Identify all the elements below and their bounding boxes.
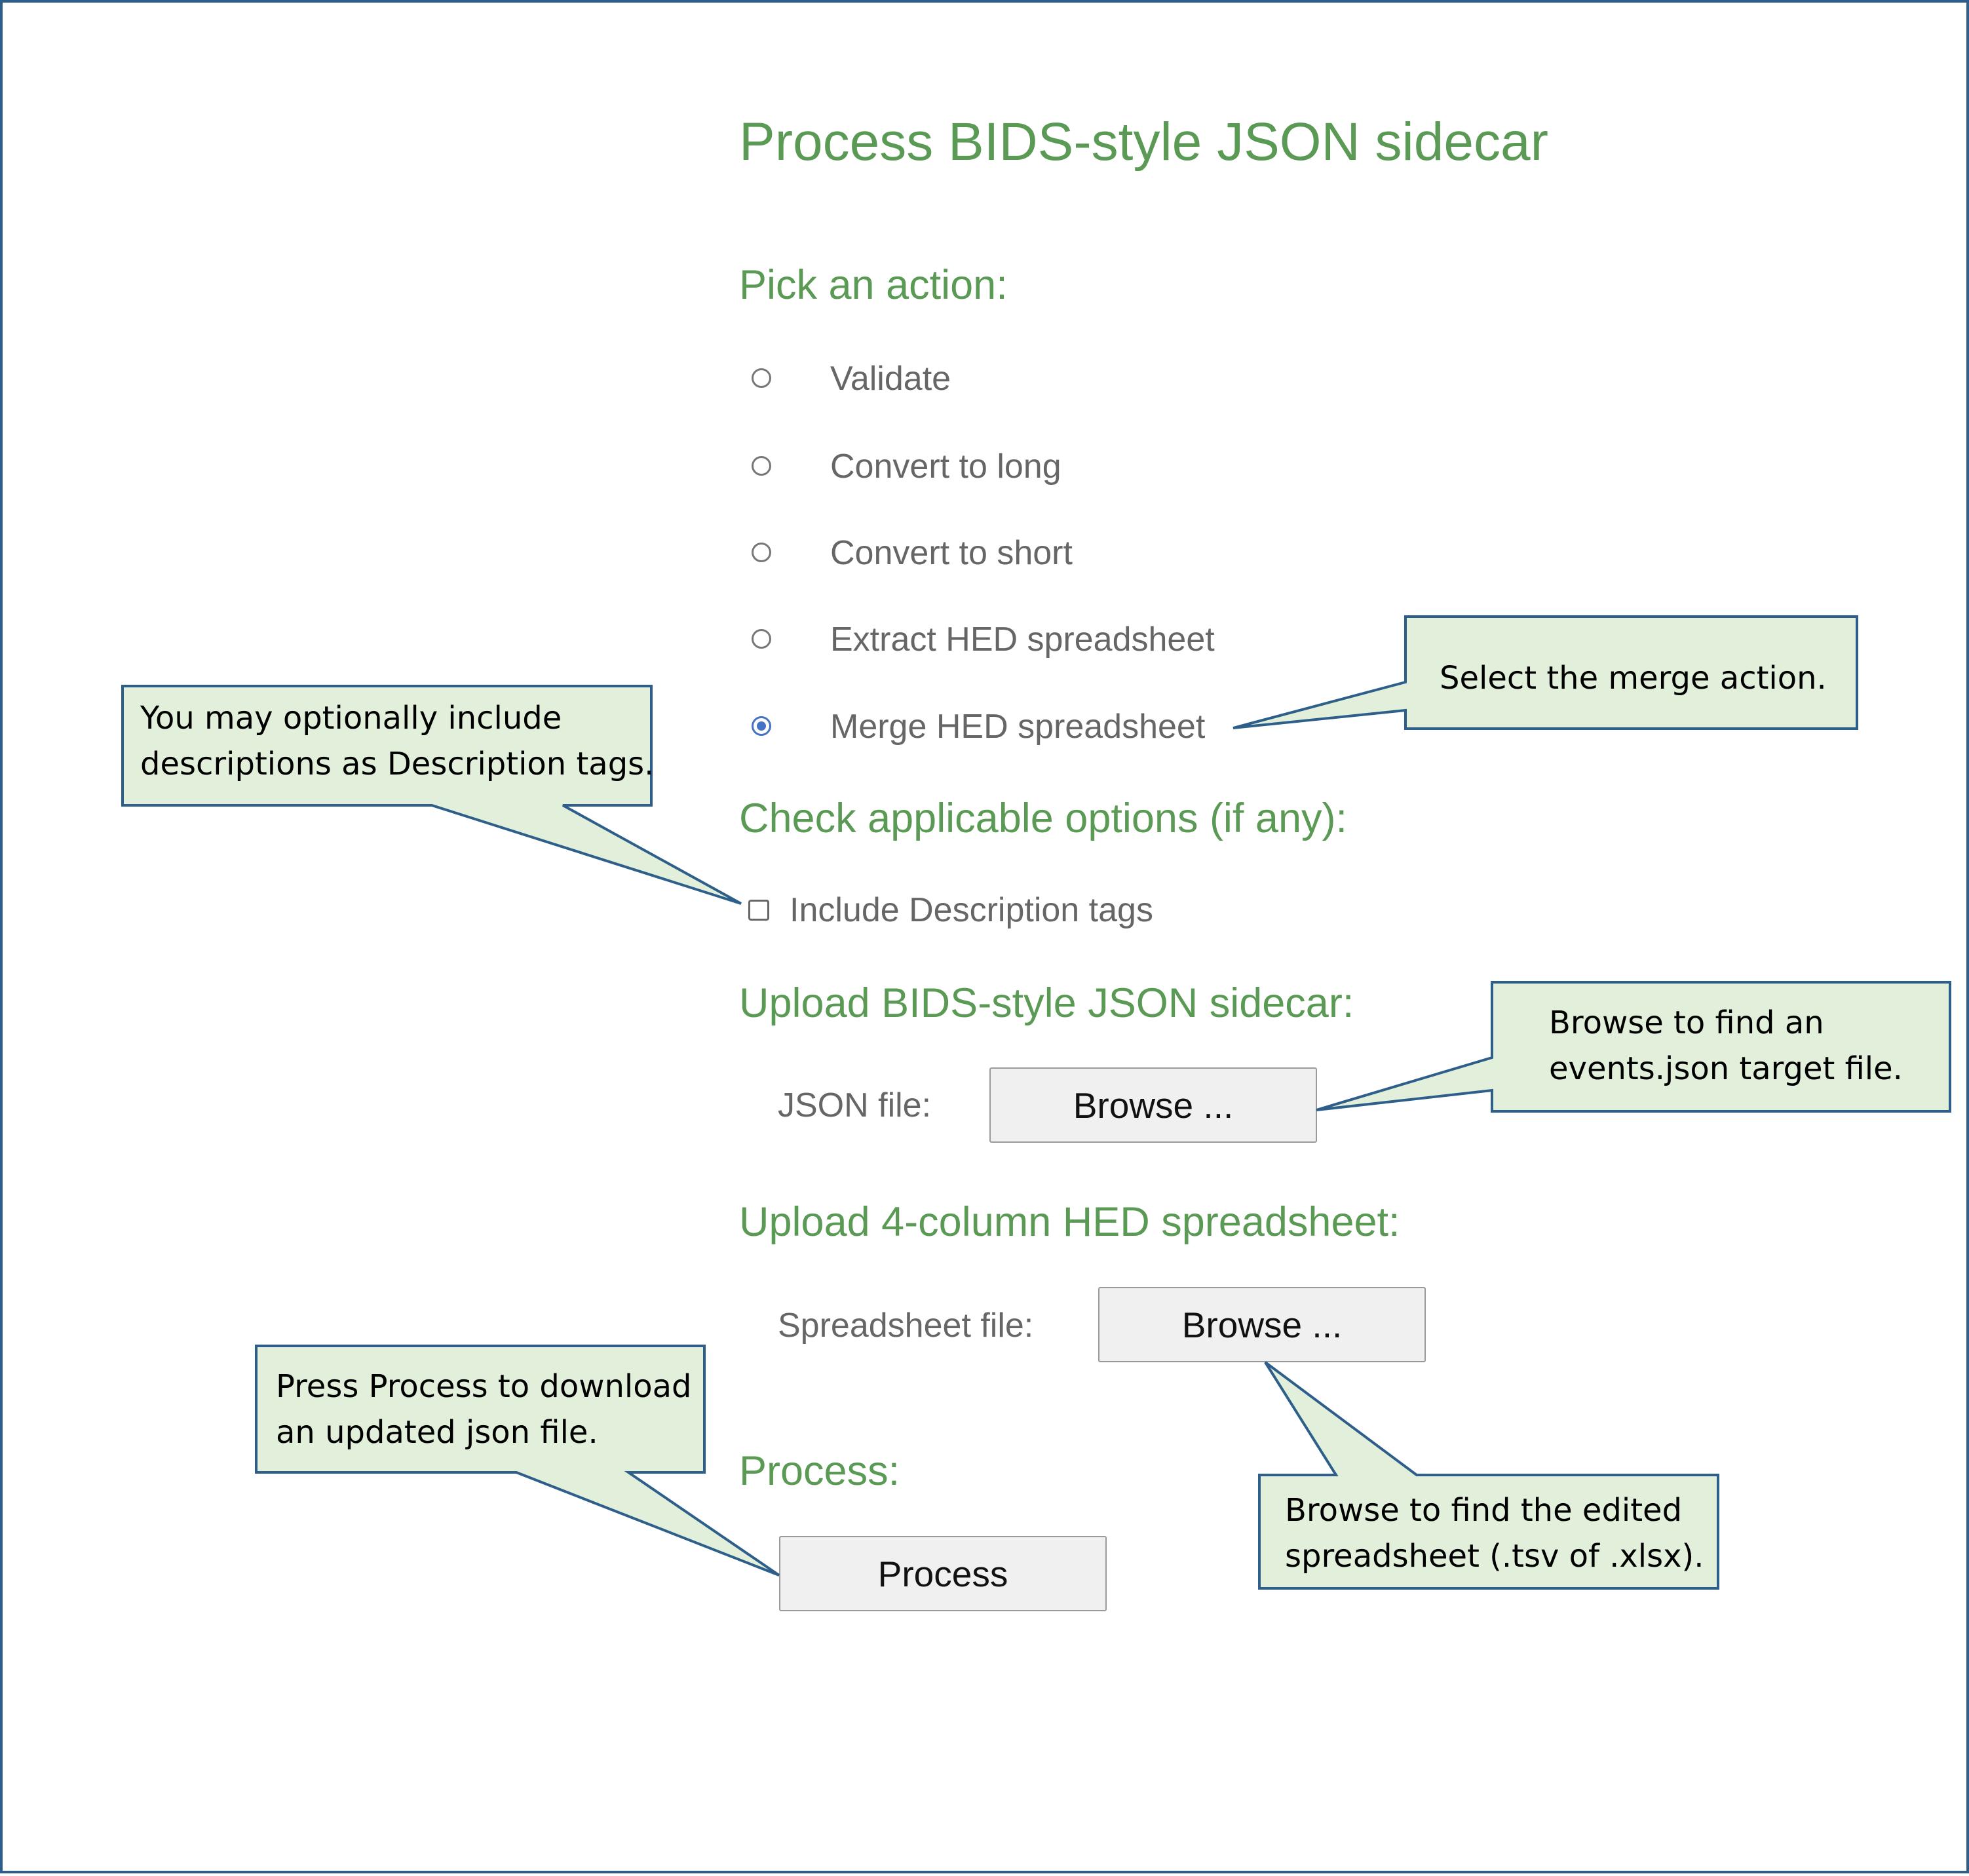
json-upload-heading: Upload BIDS-style JSON sidecar: xyxy=(739,980,1354,1026)
radio-convert-long-button[interactable] xyxy=(752,456,771,476)
callout-select-merge-line-1: Select the merge action. xyxy=(1440,660,1827,697)
radio-label-validate[interactable]: Validate xyxy=(830,360,951,398)
callout-browse-json-line-2: events.json target file. xyxy=(1549,1050,1903,1087)
process-button[interactable]: Process xyxy=(779,1536,1107,1611)
callout-select-merge: Select the merge action. xyxy=(1233,615,1858,730)
radio-validate-button[interactable] xyxy=(752,368,771,388)
options-heading: Check applicable options (if any): xyxy=(739,795,1347,841)
spreadsheet-file-label: Spreadsheet file: xyxy=(778,1307,1034,1345)
radio-validate[interactable] xyxy=(752,368,771,388)
json-file-label: JSON file: xyxy=(778,1086,932,1124)
spreadsheet-upload-heading: Upload 4-column HED spreadsheet: xyxy=(739,1199,1400,1245)
include-description-checkbox[interactable] xyxy=(748,900,769,921)
callout-browse-json-line-1: Browse to find an xyxy=(1549,1005,1824,1041)
spreadsheet-browse-button[interactable]: Browse ... xyxy=(1098,1287,1426,1362)
callout-layer: Select the merge action. You may optiona… xyxy=(121,615,1951,1590)
radio-convert-long[interactable] xyxy=(752,456,771,476)
radio-label-merge-hed[interactable]: Merge HED spreadsheet xyxy=(830,708,1206,746)
callout-press-process: Press Process to download an updated jso… xyxy=(255,1345,780,1577)
radio-merge-hed[interactable] xyxy=(752,716,771,736)
radio-label-convert-short[interactable]: Convert to short xyxy=(830,534,1073,572)
actions-heading: Pick an action: xyxy=(739,262,1008,308)
radio-convert-short-button[interactable] xyxy=(752,543,771,562)
radio-label-convert-long[interactable]: Convert to long xyxy=(830,448,1061,486)
callout-description-tags: You may optionally include descriptions … xyxy=(121,685,742,905)
callout-browse-spreadsheet-line-1: Browse to find the edited xyxy=(1285,1492,1682,1529)
radio-label-extract-hed[interactable]: Extract HED spreadsheet xyxy=(830,621,1215,659)
callout-browse-json: Browse to find an events.json target fil… xyxy=(1316,981,1951,1113)
include-description-label[interactable]: Include Description tags xyxy=(790,891,1153,929)
callout-description-line-1: You may optionally include xyxy=(140,700,562,737)
radio-extract-hed[interactable] xyxy=(752,629,771,649)
callout-press-process-line-2: an updated json file. xyxy=(276,1414,598,1451)
callout-browse-spreadsheet-line-2: spreadsheet (.tsv of .xlsx). xyxy=(1285,1538,1704,1575)
callout-browse-spreadsheet: Browse to find the edited spreadsheet (.… xyxy=(1258,1361,1719,1590)
callout-description-line-2: descriptions as Description tags. xyxy=(140,746,654,782)
callout-press-process-line-1: Press Process to download xyxy=(276,1368,691,1405)
process-heading: Process: xyxy=(739,1448,900,1494)
page-title: Process BIDS-style JSON sidecar xyxy=(739,112,1548,172)
radio-convert-short[interactable] xyxy=(752,543,771,562)
radio-extract-hed-button[interactable] xyxy=(752,629,771,649)
json-browse-button[interactable]: Browse ... xyxy=(989,1067,1317,1143)
radio-merge-hed-button[interactable] xyxy=(752,716,771,736)
